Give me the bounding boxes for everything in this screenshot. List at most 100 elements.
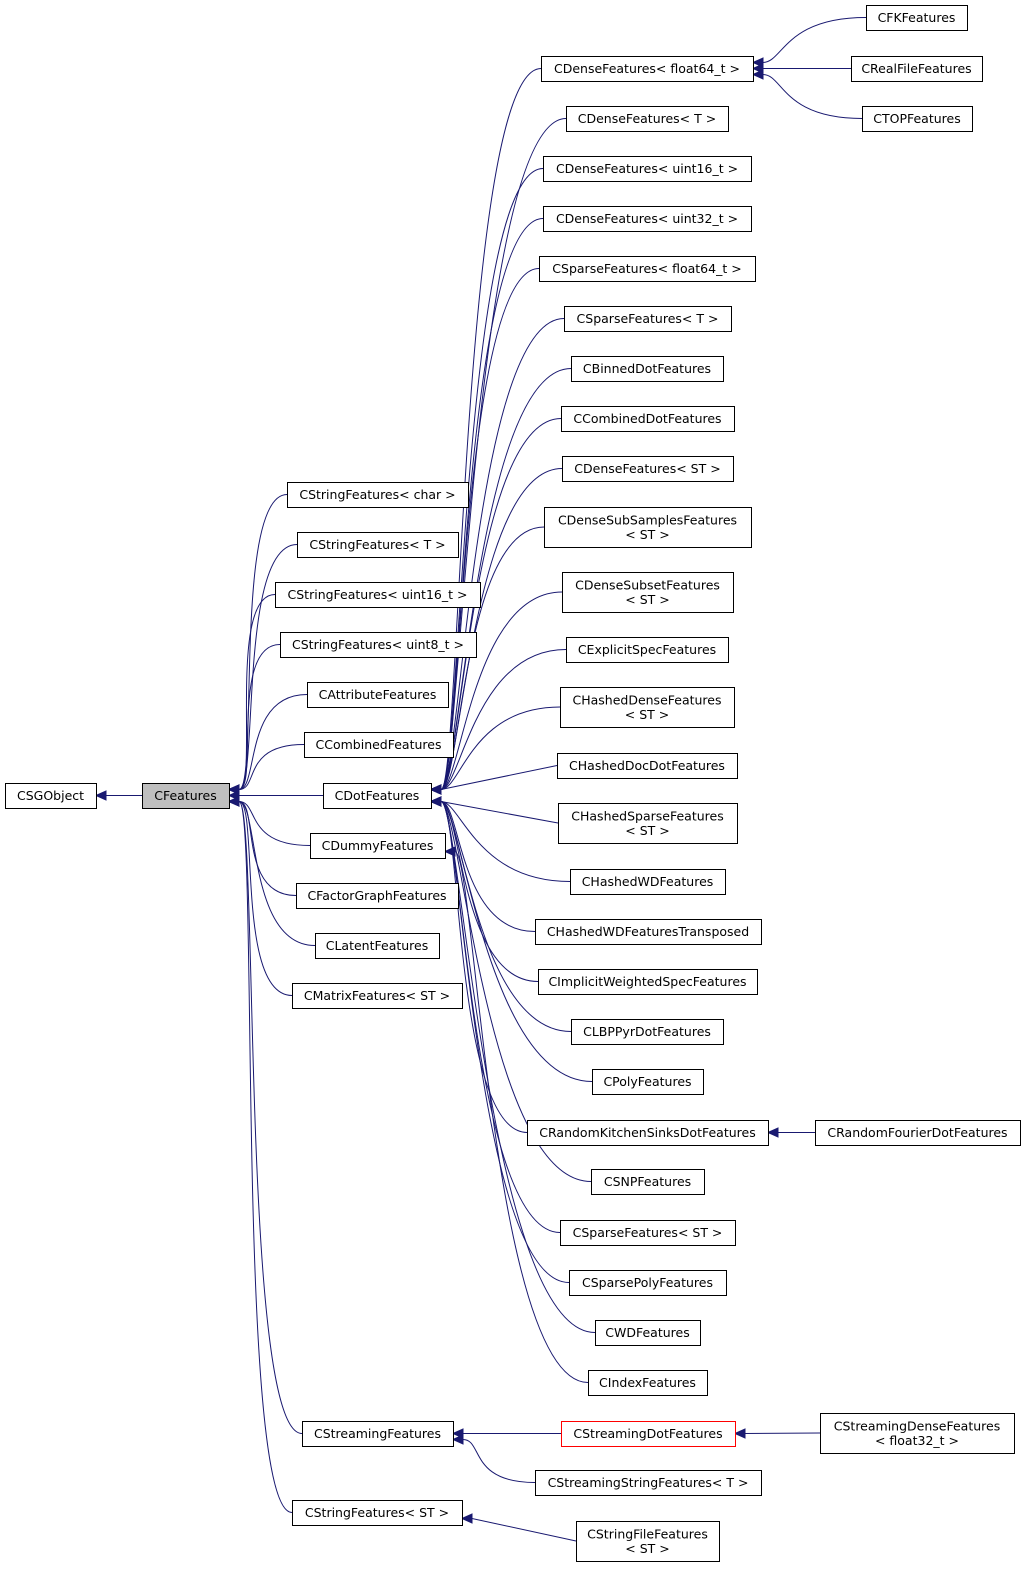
class-box [302,1421,454,1447]
class-node-cstringfilefeatures[interactable]: CStringFileFeatures< ST > [576,1521,720,1562]
class-node-cmatrixfeatures-st[interactable]: CMatrixFeatures< ST > [292,983,463,1009]
class-box [292,1500,463,1526]
class-box [544,507,752,548]
arrowhead [443,846,456,857]
arrowhead [94,790,107,801]
inheritance-edge [440,318,565,790]
class-node-ccombineddotfeatures[interactable]: CCombinedDotFeatures [561,406,735,432]
class-box [561,406,735,432]
class-box [323,783,432,809]
class-node-cstreamingstringfeatures-t[interactable]: CStreamingStringFeatures< T > [535,1470,762,1496]
class-label: CRealFileFeatures [861,61,971,76]
inheritance-edge [440,268,540,790]
class-label: CFKFeatures [878,10,956,25]
class-node-csparsefeatures-t[interactable]: CSparseFeatures< T > [564,306,732,332]
class-node-crandomkitchensinksdotfeatures[interactable]: CRandomKitchenSinksDotFeatures [527,1120,769,1146]
class-label: CDenseFeatures< T > [578,111,716,126]
class-node-cbinneddotfeatures[interactable]: CBinnedDotFeatures [571,356,724,382]
class-node-cdensefeatures-float64[interactable]: CDenseFeatures< float64_t > [541,56,754,82]
class-node-clatentfeatures[interactable]: CLatentFeatures [315,933,440,959]
class-label: CWDFeatures [605,1325,689,1340]
class-label: < ST > [625,823,669,838]
class-label: < ST > [625,592,669,607]
inheritance-edge [440,706,561,790]
class-node-csparsefeatures-st[interactable]: CSparseFeatures< ST > [560,1220,736,1246]
class-label: CDotFeatures [335,788,420,803]
class-label: CStreamingStringFeatures< T > [548,1475,749,1490]
class-node-cdensefeatures-uint16[interactable]: CDenseFeatures< uint16_t > [543,156,752,182]
class-label: CRandomFourierDotFeatures [827,1125,1007,1140]
class-node-chashedsparsefeatures[interactable]: CHashedSparseFeatures< ST > [558,803,738,844]
arrowhead [429,784,442,795]
class-node-cdensesubsamplesfeatures[interactable]: CDenseSubSamplesFeatures< ST > [544,507,752,548]
class-label: CTOPFeatures [873,111,961,126]
class-node-cfkfeatures[interactable]: CFKFeatures [866,5,968,31]
class-label: CLatentFeatures [326,938,429,953]
class-node-csgobject[interactable]: CSGObject [5,783,97,809]
class-label: CSGObject [17,788,84,803]
class-node-chasheddocdotfeatures[interactable]: CHashedDocDotFeatures [557,753,738,779]
class-label: CFeatures [154,788,216,803]
class-label: CStreamingFeatures [314,1426,441,1441]
class-node-cdensefeatures-uint32[interactable]: CDenseFeatures< uint32_t > [543,206,752,232]
class-label: CStringFileFeatures [587,1526,708,1541]
class-box [558,803,738,844]
class-node-csnpfeatures[interactable]: CSNPFeatures [591,1169,705,1195]
inheritance-edge [471,1518,577,1542]
class-node-ctopfeatures[interactable]: CTOPFeatures [862,106,973,132]
class-label: CHashedDenseFeatures [572,692,721,707]
inheritance-edge [238,644,281,790]
inheritance-edge [238,744,305,790]
class-node-cimplicitweightedspecfeatures[interactable]: CImplicitWeightedSpecFeatures [538,969,758,995]
class-label: CDenseFeatures< float64_t > [554,61,740,76]
class-node-csparsepolyfeatures[interactable]: CSparsePolyFeatures [569,1270,727,1296]
class-node-cattributefeatures[interactable]: CAttributeFeatures [307,682,449,708]
class-node-cdummyfeatures[interactable]: CDummyFeatures [310,833,446,859]
class-label: CSNPFeatures [604,1174,691,1189]
class-node-cstreamingdotfeatures[interactable]: CStreamingDotFeatures [561,1421,736,1447]
class-node-cfactorgraphfeatures[interactable]: CFactorGraphFeatures [296,883,459,909]
class-node-cstringfeatures-uint16[interactable]: CStringFeatures< uint16_t > [275,582,481,608]
class-box [535,919,762,945]
class-box [815,1120,1021,1146]
class-node-cindexfeatures[interactable]: CIndexFeatures [588,1370,708,1396]
class-label: CHashedDocDotFeatures [569,758,725,773]
class-node-cdensefeatures-st[interactable]: CDenseFeatures< ST > [562,456,734,482]
class-node-cstreamingfeatures[interactable]: CStreamingFeatures [302,1421,454,1447]
class-label: CCombinedFeatures [316,737,442,752]
class-node-cstringfeatures-t[interactable]: CStringFeatures< T > [297,532,459,558]
class-box [296,883,459,909]
class-box [304,732,454,758]
class-node-ccombinedfeatures[interactable]: CCombinedFeatures [304,732,454,758]
class-node-crandomfourierdotfeatures[interactable]: CRandomFourierDotFeatures [815,1120,1021,1146]
class-label: < ST > [625,1541,669,1556]
class-node-crealfilefeatures[interactable]: CRealFileFeatures [851,56,983,82]
class-node-chashedwdfeaturestransposed[interactable]: CHashedWDFeaturesTransposed [535,919,762,945]
class-node-chasheddensefeatures[interactable]: CHashedDenseFeatures< ST > [560,687,735,728]
class-node-cdensefeatures-t[interactable]: CDenseFeatures< T > [566,106,729,132]
class-node-chashedwdfeatures[interactable]: CHashedWDFeatures [570,869,726,895]
class-node-cexplicitspecfeatures[interactable]: CExplicitSpecFeatures [566,637,729,663]
inheritance-edge [238,694,308,790]
class-node-csparsefeatures-float64[interactable]: CSparseFeatures< float64_t > [539,256,756,282]
class-node-cstreamingdensefeatures[interactable]: CStreamingDenseFeatures< float32_t > [820,1413,1015,1454]
class-box [557,753,738,779]
class-node-cdotfeatures[interactable]: CDotFeatures [323,783,432,809]
class-node-clbppyrdotfeatures[interactable]: CLBPPyrDotFeatures [571,1019,724,1045]
class-node-cwdfeatures[interactable]: CWDFeatures [595,1320,701,1346]
class-label: CDenseFeatures< ST > [574,461,720,476]
class-node-cstringfeatures-uint8[interactable]: CStringFeatures< uint8_t > [280,632,477,658]
class-node-cpolyfeatures[interactable]: CPolyFeatures [592,1069,704,1095]
class-node-cdensesubsetfeatures[interactable]: CDenseSubsetFeatures< ST > [562,572,734,613]
class-box [571,356,724,382]
class-label: CDenseSubSamplesFeatures [558,512,737,527]
class-box [539,256,756,282]
class-node-cstringfeatures-st[interactable]: CStringFeatures< ST > [292,1500,463,1526]
class-label: CImplicitWeightedSpecFeatures [548,974,746,989]
class-label: CHashedWDFeaturesTransposed [547,924,749,939]
class-node-cstringfeatures-char[interactable]: CStringFeatures< char > [287,482,469,508]
class-label: CStringFeatures< uint16_t > [288,587,468,602]
inheritance-edge [238,801,316,946]
class-box [570,869,726,895]
class-node-cfeatures[interactable]: CFeatures [142,783,230,809]
